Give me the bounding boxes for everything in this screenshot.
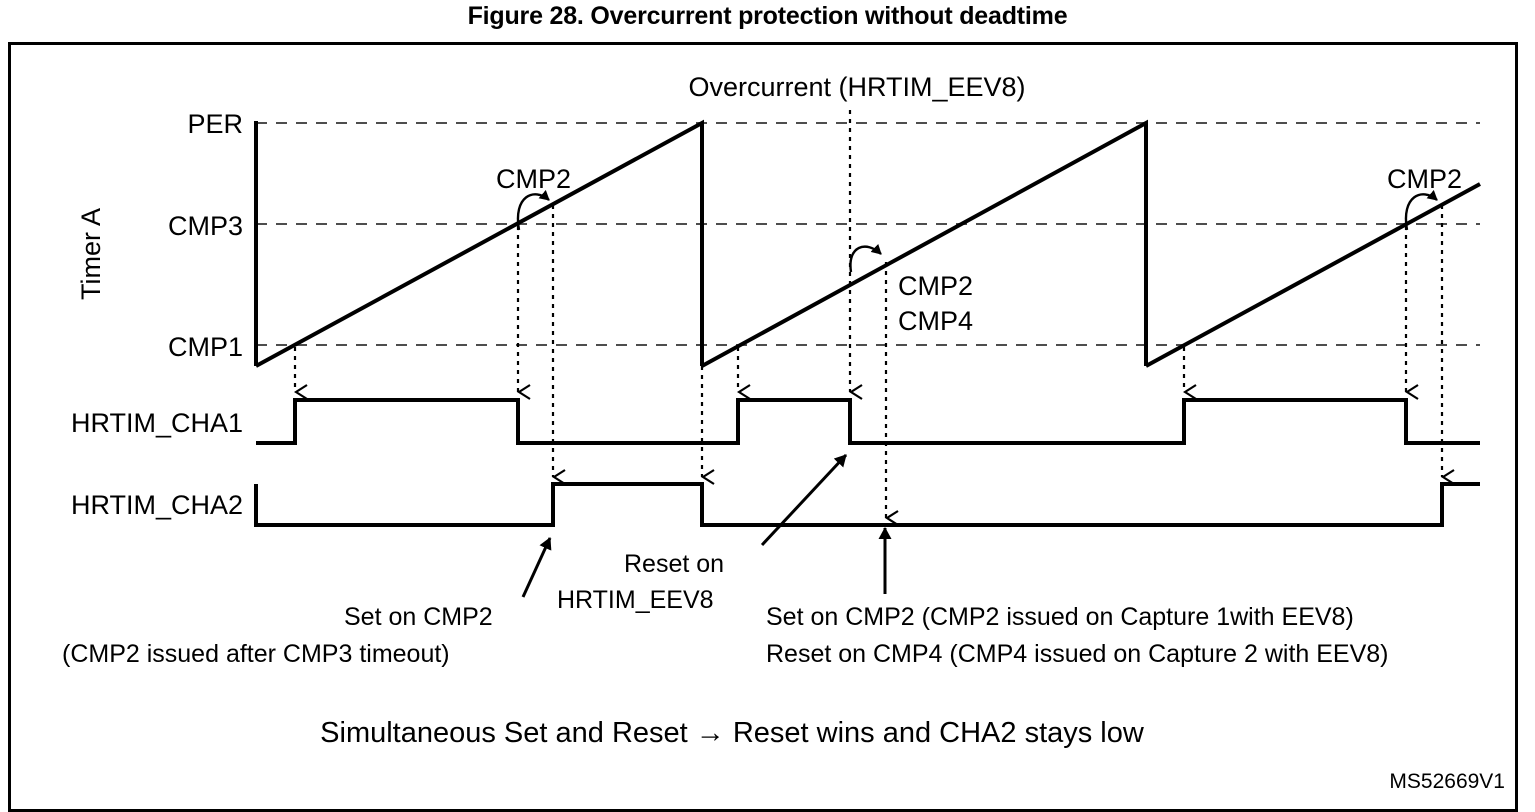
waveform-cha1 bbox=[256, 398, 1480, 445]
ramp-cycle-3 bbox=[1145, 182, 1481, 368]
reset-eev8-leader-arrow bbox=[760, 453, 848, 547]
timer-group-label: Timer A bbox=[76, 208, 106, 300]
axis-label-cmp3: CMP3 bbox=[168, 211, 243, 241]
axis-label-per: PER bbox=[187, 109, 243, 139]
capture-note-line2: Reset on CMP4 (CMP4 issued on Capture 2 … bbox=[766, 640, 1389, 668]
cmp2-cmp4-arrow-c2 bbox=[849, 243, 882, 273]
reset-eev8-note-line2: HRTIM_EEV8 bbox=[557, 586, 714, 614]
capture-note-line1: Set on CMP2 (CMP2 issued on Capture 1wit… bbox=[766, 603, 1354, 631]
level-gridlines bbox=[256, 122, 1480, 346]
set-cmp2-note-line2: (CMP2 issued after CMP3 timeout) bbox=[62, 640, 450, 668]
timer-a-ramp bbox=[255, 119, 1481, 368]
cmp2-arrow-c1 bbox=[516, 189, 550, 231]
cmp4-label-c2: CMP4 bbox=[898, 306, 973, 336]
axis-label-cmp1: CMP1 bbox=[168, 332, 243, 362]
figure-code: MS52669V1 bbox=[1389, 770, 1505, 793]
cmp2-label-c3: CMP2 bbox=[1387, 164, 1462, 194]
cmp2-arrow-c3 bbox=[1404, 189, 1438, 231]
set-cmp2-leader-arrow bbox=[521, 537, 552, 598]
cmp2-label-c1: CMP2 bbox=[496, 164, 571, 194]
set-cmp2-note-line1: Set on CMP2 bbox=[344, 603, 493, 631]
cmp2-label-c2: CMP2 bbox=[898, 271, 973, 301]
event-droplines bbox=[293, 110, 1442, 518]
footer-note: Simultaneous Set and Reset → Reset wins … bbox=[320, 717, 1145, 749]
waveform-cha2 bbox=[254, 482, 1480, 527]
ramp-cycle-1 bbox=[255, 119, 704, 368]
signal-label-cha2: HRTIM_CHA2 bbox=[71, 490, 243, 520]
signal-label-cha1: HRTIM_CHA1 bbox=[71, 408, 243, 438]
reset-eev8-note-line1: Reset on bbox=[624, 550, 724, 578]
overcurrent-label: Overcurrent (HRTIM_EEV8) bbox=[688, 72, 1025, 102]
figure-title: Figure 28. Overcurrent protection withou… bbox=[467, 2, 1068, 30]
